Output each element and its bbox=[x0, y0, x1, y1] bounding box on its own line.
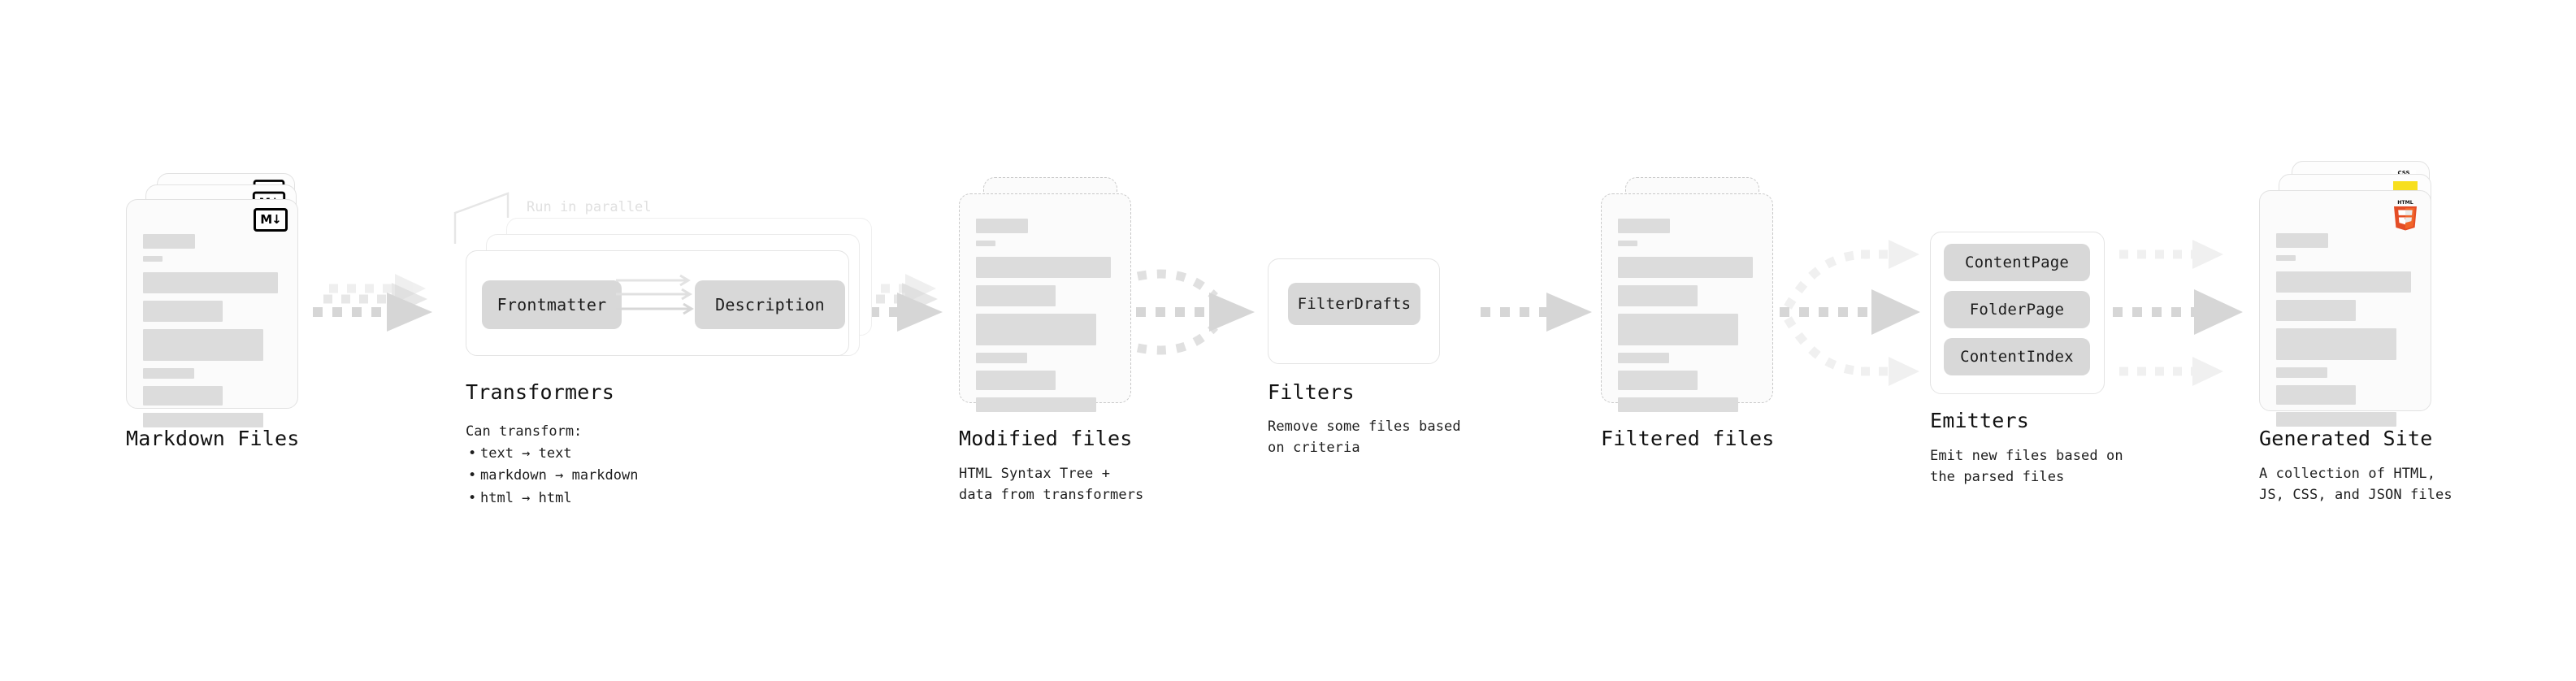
filter-chip-filterdrafts[interactable]: FilterDrafts bbox=[1288, 283, 1420, 325]
skeleton-subtitle-bar bbox=[1618, 241, 1637, 246]
skeleton-paragraph-bar bbox=[2276, 328, 2396, 360]
stage-title-filters: Filters bbox=[1268, 380, 1355, 404]
skeleton-paragraph-bar bbox=[2276, 385, 2356, 405]
transformer-chip-frontmatter[interactable]: Frontmatter bbox=[482, 280, 622, 329]
skeleton-paragraph-bar bbox=[143, 386, 223, 406]
stage-title-modified-files: Modified files bbox=[959, 427, 1133, 450]
modified-files-stack bbox=[959, 177, 1142, 417]
run-in-parallel-label: Run in parallel bbox=[527, 199, 652, 215]
transformers-bullet-item: markdown → markdown bbox=[468, 465, 639, 487]
skeleton-paragraph-bar bbox=[2276, 367, 2327, 378]
transformers-bullets-lead: Can transform: bbox=[466, 423, 583, 440]
document-skeleton bbox=[143, 234, 283, 435]
stage-title-transformers: Transformers bbox=[466, 380, 615, 404]
html5-badge: HTML bbox=[2394, 200, 2417, 231]
transformers-bullet-item: html → html bbox=[468, 488, 638, 510]
skeleton-paragraph-bar bbox=[976, 397, 1096, 412]
skeleton-title-bar bbox=[1618, 219, 1670, 233]
transformers-bullet-item: text → text bbox=[468, 443, 638, 465]
skeleton-paragraph-bar bbox=[143, 272, 278, 293]
stage-desc-filters: Remove some files based on criteria bbox=[1268, 419, 1461, 457]
transformer-chip-description[interactable]: Description bbox=[695, 280, 845, 329]
skeleton-title-bar bbox=[143, 234, 195, 249]
document-skeleton bbox=[1618, 219, 1758, 419]
modified-file-card-front[interactable] bbox=[959, 193, 1131, 412]
skeleton-subtitle-bar bbox=[976, 241, 995, 246]
skeleton-subtitle-bar bbox=[2276, 255, 2296, 261]
arrow-modified-to-filters bbox=[1136, 269, 1255, 355]
generated-file-card-html[interactable]: HTML bbox=[2259, 190, 2431, 427]
arrow-filtered-to-emitters bbox=[1780, 240, 1920, 386]
skeleton-paragraph-bar bbox=[1618, 285, 1698, 306]
skeleton-paragraph-bar bbox=[1618, 257, 1753, 278]
arrow-filters-to-filtered bbox=[1481, 293, 1592, 332]
skeleton-title-bar bbox=[2276, 233, 2328, 248]
skeleton-paragraph-bar bbox=[1618, 314, 1738, 345]
generated-site-stack: CSS HTML bbox=[2259, 161, 2454, 427]
skeleton-paragraph-bar bbox=[2276, 271, 2411, 293]
transformers-bullets: text → text markdown → markdown html → h… bbox=[466, 443, 639, 510]
markdown-files-stack: M↓ M↓ M↓ bbox=[126, 173, 309, 427]
skeleton-title-bar bbox=[976, 219, 1028, 233]
emitter-chip-contentindex[interactable]: ContentIndex bbox=[1944, 338, 2090, 375]
skeleton-paragraph-bar bbox=[2276, 300, 2356, 321]
document-skeleton bbox=[2276, 233, 2416, 434]
stage-title-filtered-files: Filtered files bbox=[1601, 427, 1775, 450]
emitter-chip-contentpage[interactable]: ContentPage bbox=[1944, 244, 2090, 281]
skeleton-paragraph-bar bbox=[143, 413, 263, 427]
stage-title-emitters: Emitters bbox=[1930, 409, 2030, 432]
skeleton-paragraph-bar bbox=[976, 371, 1056, 390]
arrow-markdown-to-transformers bbox=[313, 274, 432, 332]
skeleton-paragraph-bar bbox=[976, 285, 1056, 306]
markdown-file-card-front[interactable]: M↓ bbox=[126, 199, 298, 427]
document-skeleton bbox=[976, 219, 1116, 419]
skeleton-paragraph-bar bbox=[976, 314, 1096, 345]
stage-desc-emitters: Emit new files based on the parsed files bbox=[1930, 448, 2123, 486]
skeleton-paragraph-bar bbox=[976, 353, 1027, 363]
skeleton-paragraph-bar bbox=[143, 368, 194, 379]
stage-desc-modified-files: HTML Syntax Tree + data from transformer… bbox=[959, 466, 1144, 504]
svg-text:HTML: HTML bbox=[2397, 200, 2413, 206]
filtered-file-card-front[interactable] bbox=[1601, 193, 1773, 412]
skeleton-subtitle-bar bbox=[143, 256, 163, 262]
emitter-chip-folderpage[interactable]: FolderPage bbox=[1944, 291, 2090, 328]
stage-desc-generated-site: A collection of HTML, JS, CSS, and JSON … bbox=[2259, 466, 2452, 504]
skeleton-paragraph-bar bbox=[143, 329, 263, 361]
transformers-bullet-list: Can transform: text → text markdown → ma… bbox=[466, 421, 638, 510]
stage-title-generated-site: Generated Site bbox=[2259, 427, 2433, 450]
filtered-files-stack bbox=[1601, 177, 1784, 417]
skeleton-paragraph-bar bbox=[1618, 371, 1698, 390]
transformer-internal-arrows bbox=[616, 274, 694, 315]
skeleton-paragraph-bar bbox=[2276, 412, 2396, 427]
markdown-badge: M↓ bbox=[254, 208, 288, 232]
stage-title-markdown-files: Markdown Files bbox=[126, 427, 300, 450]
skeleton-paragraph-bar bbox=[143, 301, 223, 322]
skeleton-paragraph-bar bbox=[976, 257, 1111, 278]
skeleton-paragraph-bar bbox=[1618, 353, 1669, 363]
skeleton-paragraph-bar bbox=[1618, 397, 1738, 412]
arrow-emitters-to-site bbox=[2113, 240, 2243, 386]
